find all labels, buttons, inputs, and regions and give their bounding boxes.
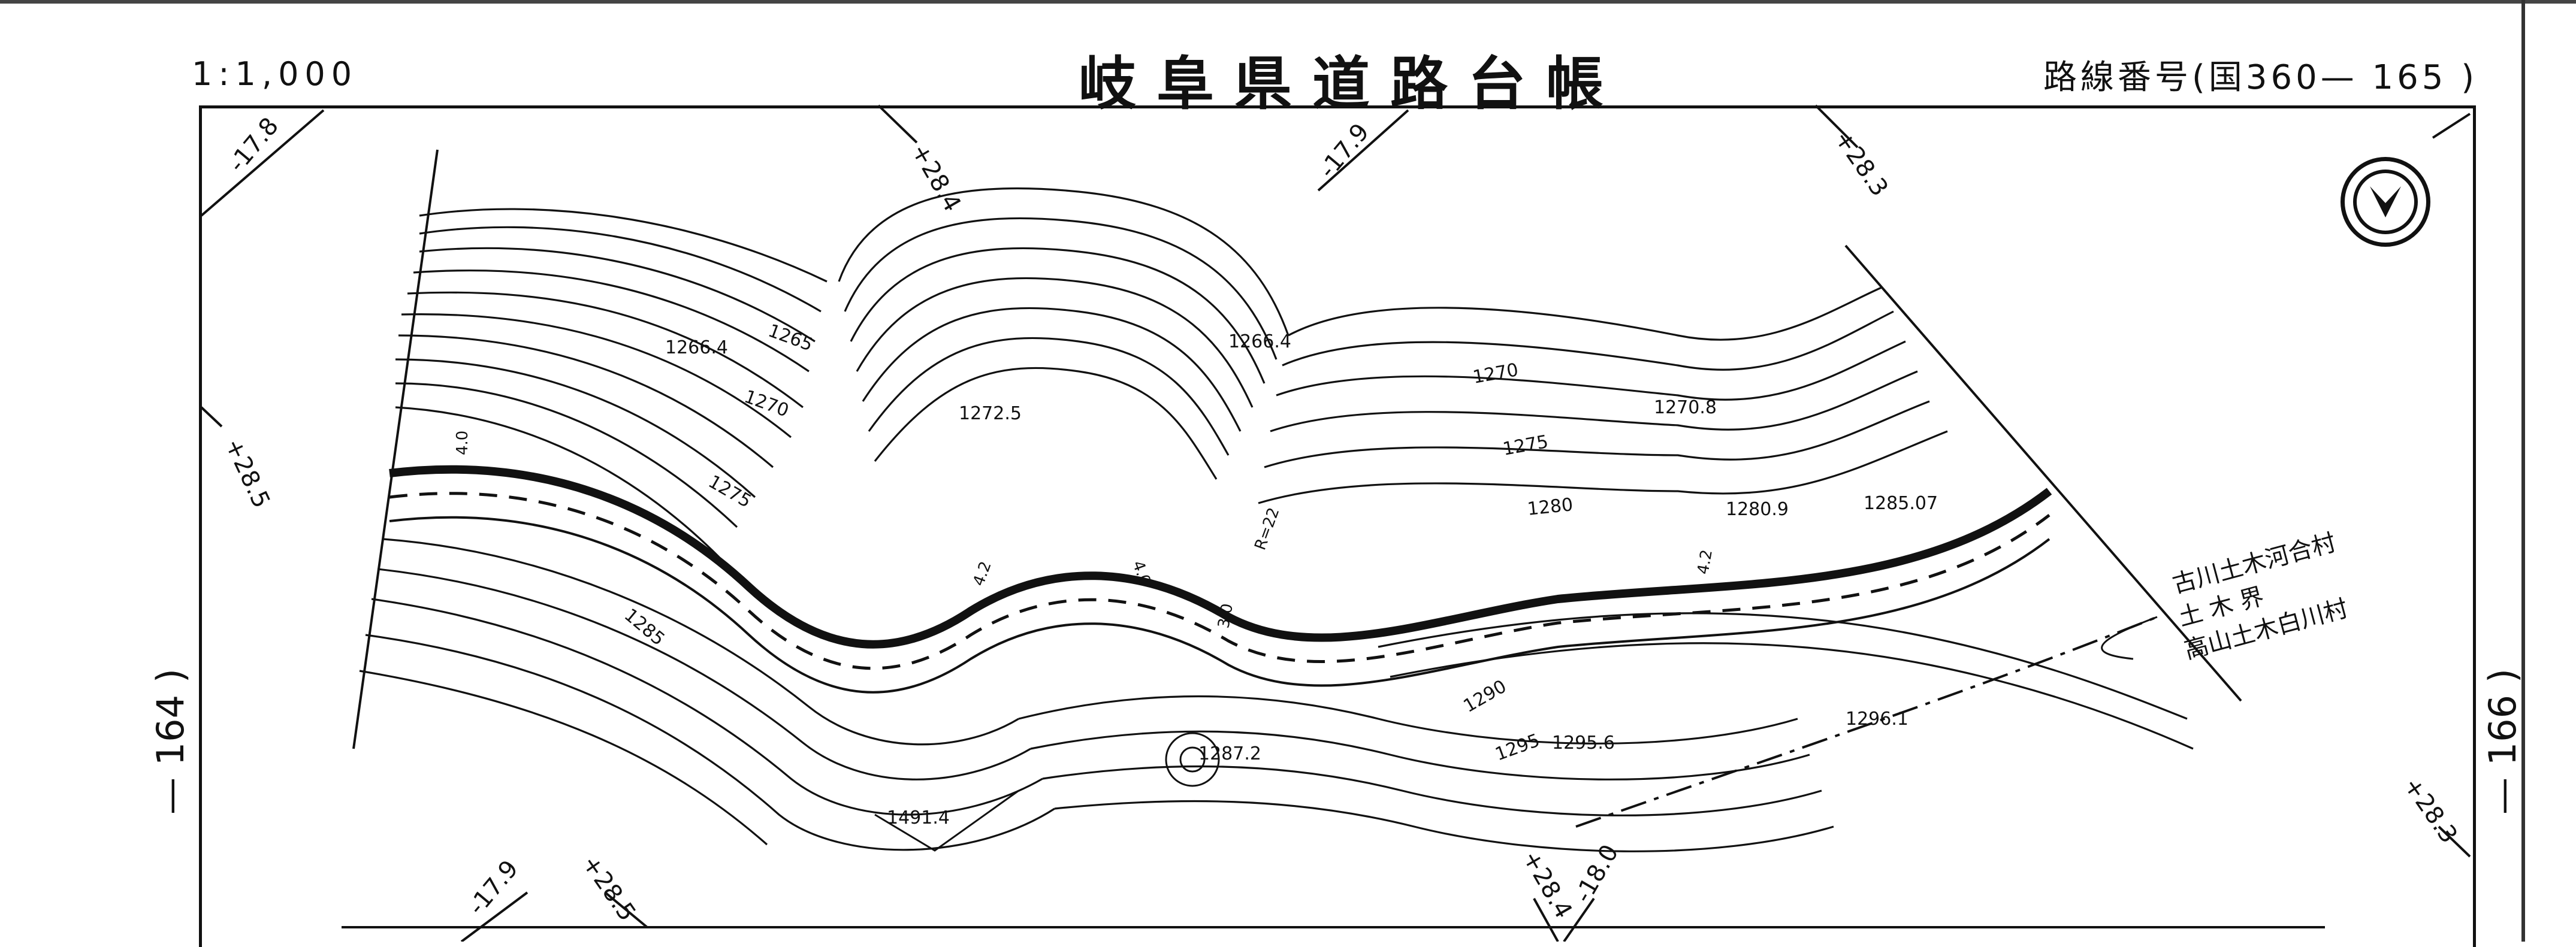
map-frame <box>199 105 2476 947</box>
grid-label: +28.3 <box>1829 125 1894 201</box>
grid-label: +28.5 <box>576 850 641 926</box>
road-mark: 3.0 <box>1215 602 1237 630</box>
grid-ticks <box>200 104 2471 942</box>
elevation-label: 1295 <box>1493 730 1543 766</box>
north-arrow-glyph <box>2370 186 2401 217</box>
grid-label: +28.5 <box>219 434 275 513</box>
grid-label: -17.8 <box>223 113 284 178</box>
elevation-label: 1295.6 <box>1552 733 1615 754</box>
elevation-label: 1290 <box>1460 676 1511 716</box>
elevation-label: 1280.9 <box>1726 499 1789 520</box>
grid-label: +28.3 <box>2398 772 2463 848</box>
elevation-label: 1270 <box>1471 359 1520 388</box>
road-mark: 4.0 <box>454 431 472 455</box>
left-limit-line <box>352 149 439 749</box>
grid-label: +28.4 <box>1517 846 1577 923</box>
elevation-labels: 1266.4 1265 1270 1275 1266.4 1272.5 1270… <box>620 320 1938 828</box>
elevation-label: 1491.4 <box>887 807 950 828</box>
grid-label: -17.9 <box>1313 119 1375 184</box>
north-arrow-inner <box>2353 170 2418 234</box>
grid-labels: -17.8 +28.4 -17.9 +28.3 +28.5 -17.9 +28.… <box>219 113 2463 927</box>
elevation-label: 1266.4 <box>665 337 728 358</box>
north-arrow-icon <box>2341 157 2430 247</box>
elevation-label: 1275 <box>1501 431 1550 460</box>
sheet-right-border <box>2521 0 2525 942</box>
elevation-label: 1265 <box>765 320 816 356</box>
right-limit-line <box>1844 244 2242 702</box>
road-mark: 4.2 <box>970 559 995 588</box>
elevation-label: 1270 <box>741 386 792 422</box>
elevation-label: 1296.1 <box>1846 709 1908 730</box>
contour-lines <box>359 187 2194 852</box>
elevation-label: 1266.4 <box>1228 331 1291 352</box>
peak-symbols <box>874 732 1220 852</box>
boundary-label: 古川土木河合村 土 木 界 高山土木白川村 <box>2170 529 2351 665</box>
elevation-label: 1285.07 <box>1864 493 1938 514</box>
admin-boundary-line <box>1575 616 2158 828</box>
elevation-label: 1280 <box>1526 494 1574 520</box>
sheet-top-border <box>0 0 2576 4</box>
grid-label: -17.9 <box>463 855 524 921</box>
scale-label: 1:1,000 <box>192 55 358 93</box>
elevation-label: 1270.8 <box>1654 397 1717 418</box>
road-mark: 4.2 <box>1694 548 1716 576</box>
elevation-label: 1272.5 <box>959 403 1022 424</box>
road-alignment <box>389 465 2052 694</box>
road-mark: R=22 <box>1251 506 1283 553</box>
route-number: 路線番号(国360— 165 ) <box>2043 58 2478 97</box>
elevation-label: 1287.2 <box>1198 743 1261 764</box>
